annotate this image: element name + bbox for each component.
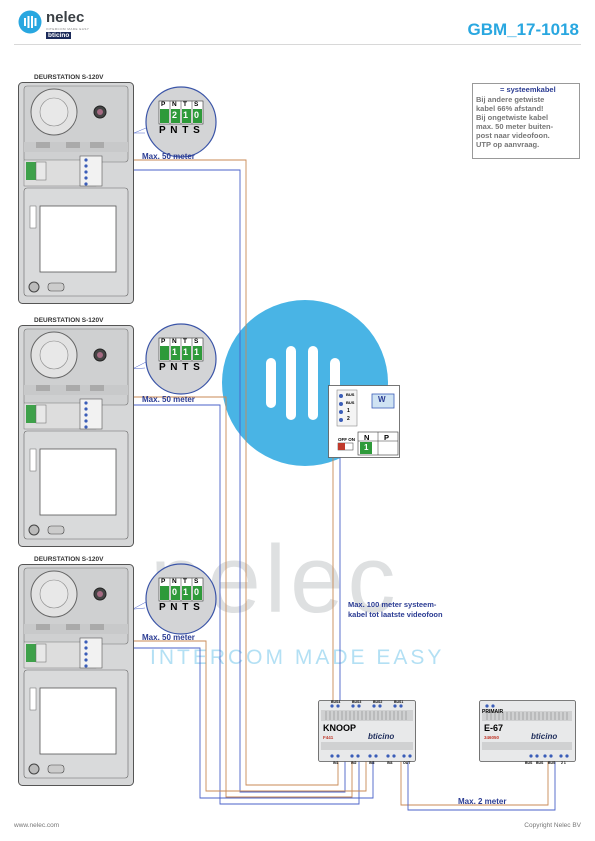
videophone-term-2: BUS — [346, 400, 355, 405]
dip-3-header-t: T — [183, 578, 187, 585]
dip-1-header-t: T — [183, 101, 187, 108]
knoop-bottom-term-5: OUT — [403, 761, 411, 765]
dip-2-value-s: 1 — [194, 347, 200, 357]
cable-station-2-b — [105, 404, 360, 805]
cable-station-2-a — [105, 396, 353, 798]
cable-station-3-b — [105, 647, 374, 799]
system-cable-label: Max. 100 meter systeem- kabel tot laatst… — [348, 600, 443, 619]
legend-line-6: UTP op aanvraag. — [476, 140, 540, 149]
videophone-np-value: 1 — [364, 443, 369, 452]
videophone-term-3: 1 — [347, 408, 350, 414]
dip-switch-block — [26, 644, 36, 662]
knoop-bottom-term-2: IN2 — [351, 761, 357, 765]
videophone-unit — [328, 385, 400, 458]
knoop-bottom-term-4: IN4 — [387, 761, 393, 765]
legend-title: = systeemkabel — [500, 85, 556, 94]
dip-1-value-n: 2 — [172, 110, 178, 120]
dip-switch-block — [26, 162, 36, 180]
brand-tagline: INTERCOM MADE EASY — [46, 27, 90, 31]
dip-1-header-p: P — [161, 101, 166, 108]
dip-2-header-p: P — [161, 338, 166, 345]
legend-line-1: Bij andere getwiste — [476, 95, 545, 104]
videophone-np-p: P — [384, 433, 390, 442]
door-station-3-title: DEURSTATION S-120V — [34, 556, 104, 563]
station-1-distance: Max. 50 meter — [142, 152, 195, 161]
videophone-np-n: N — [364, 433, 370, 442]
door-station-3 — [18, 564, 134, 786]
videophone-term-4: 2 — [347, 416, 350, 422]
dip-1-value-t: 1 — [183, 110, 189, 120]
dip-2-header-t: T — [183, 338, 187, 345]
knoop-top-term-4: BUS1 — [394, 700, 404, 704]
door-station-2-title: DEURSTATION S-120V — [34, 317, 104, 324]
knoop-bottom-term-3: IN3 — [369, 761, 375, 765]
dip-zoom-1 — [145, 86, 217, 158]
cable-station-1-a — [105, 159, 339, 786]
nelec-logo-icon — [18, 10, 42, 34]
dip-2-header-s: S — [194, 338, 199, 345]
dip-1-caption: P N T S — [159, 125, 201, 136]
knoop-part: F441 — [323, 735, 334, 740]
station-3-distance: Max. 50 meter — [142, 633, 195, 642]
station-2-distance: Max. 50 meter — [142, 395, 195, 404]
primair-title: PRIMAIR — [482, 709, 504, 715]
dip-3-header-s: S — [194, 578, 199, 585]
watermark-tagline: INTERCOM MADE EASY — [150, 646, 445, 669]
knoop-module — [318, 700, 416, 762]
dip-3-caption: P N T S — [159, 602, 201, 613]
brand-name: nelec — [46, 9, 85, 26]
footer-website: www.nelec.com — [14, 822, 60, 829]
legend-line-3: Bij ongetwiste kabel — [476, 113, 549, 122]
knoop-brand: bticino — [368, 732, 395, 741]
primair-bottom-term-2: BUS — [536, 761, 544, 765]
knoop-top-term-1: BUS4 — [331, 700, 341, 704]
cable-primair-b — [407, 760, 556, 811]
videophone-off-on: OFF ON — [338, 437, 355, 442]
knoop-name: KNOOP — [323, 723, 357, 733]
header-divider — [14, 44, 581, 45]
legend-box — [472, 83, 580, 159]
dip-3-header-n: N — [172, 578, 177, 585]
knoop-bottom-term-1: IN1 — [333, 761, 339, 765]
dip-3-value-n: 0 — [172, 587, 178, 597]
cable-station-1-b — [105, 169, 346, 793]
document-code: GBM_17-1018 — [467, 20, 579, 39]
footer-copyright: Copyright Nelec BV — [524, 822, 581, 829]
legend-line-2: kabel 66% afstand! — [476, 104, 544, 113]
dip-2-header-n: N — [172, 338, 177, 345]
videophone-w-label: W — [378, 395, 386, 404]
primair-bottom-term-4: 2 1 — [561, 761, 566, 765]
dip-2-caption: P N T S — [159, 362, 201, 373]
sub-brand-logo: bticino — [46, 32, 72, 39]
videophone-term-1: BUS — [346, 392, 355, 397]
legend-line-4: max. 50 meter buiten- — [476, 122, 554, 131]
dip-1-header-s: S — [194, 101, 199, 108]
dip-2-value-n: 1 — [172, 347, 178, 357]
dip-3-value-s: 0 — [194, 587, 200, 597]
dip-3-header-p: P — [161, 578, 166, 585]
primair-name: E-67 — [484, 723, 504, 733]
primair-brand: bticino — [531, 732, 558, 741]
primair-bottom-term-3: BUS — [548, 761, 556, 765]
primair-module — [479, 700, 576, 762]
dip-switch-block — [26, 405, 36, 423]
dip-1-header-n: N — [172, 101, 177, 108]
door-station-1-title: DEURSTATION S-120V — [34, 74, 104, 81]
dip-3-value-t: 1 — [183, 587, 189, 597]
dip-zoom-3 — [145, 563, 217, 635]
knoop-top-term-3: BUS2 — [373, 700, 383, 704]
dip-1-value-s: 0 — [194, 110, 200, 120]
dip-zoom-2 — [145, 323, 217, 395]
legend-line-5: post naar videofoon. — [476, 131, 550, 140]
cable-station-3-a — [105, 640, 367, 792]
primair-distance: Max. 2 meter — [458, 797, 507, 806]
knoop-top-term-2: BUS3 — [352, 700, 362, 704]
dip-2-value-t: 1 — [183, 347, 189, 357]
door-station-1 — [18, 82, 134, 304]
door-station-2 — [18, 325, 134, 547]
primair-bottom-term-1: BUS — [525, 761, 533, 765]
cable-primair-a — [400, 760, 549, 806]
primair-part: 346050 — [484, 735, 500, 740]
brand-logo — [18, 10, 42, 39]
